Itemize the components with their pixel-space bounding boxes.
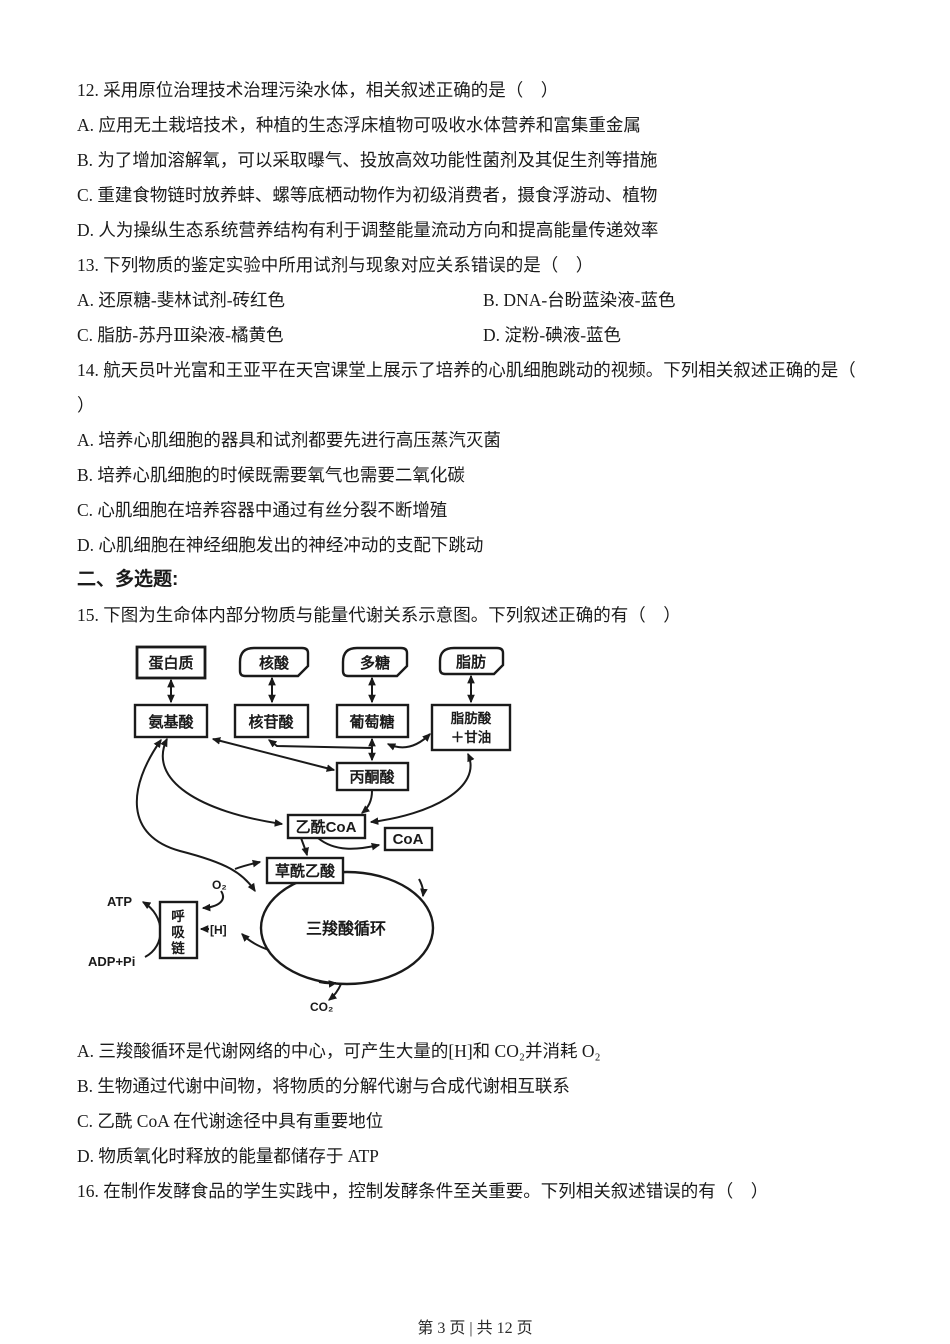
q12-option-d: D. 人为操纵生态系统营养结构有利于调整能量流动方向和提高能量传递效率 (77, 220, 659, 240)
glucose-box (335, 703, 410, 739)
oxaloacetate-box (265, 856, 345, 885)
oxaloacetate-label: 草酰乙酸 (275, 862, 336, 880)
q15-option-a: A. 三羧酸循环是代谢网络的中心，可产生大量的[H]和 CO₂并消耗 O₂ (77, 1041, 601, 1061)
protein-label: 蛋白质 (148, 654, 193, 672)
nucleic-acid-box (238, 646, 310, 678)
pyruvate-box (335, 761, 410, 792)
pyruvate-label: 丙酮酸 (349, 768, 395, 786)
q15-option-b: B. 生物通过代谢中间物，将物质的分解代谢与合成代谢相互联系 (77, 1076, 570, 1096)
acetyl-coa-box (286, 813, 367, 840)
q14-option-b: B. 培养心肌细胞的时候既需要氧气也需要二氧化碳 (77, 465, 465, 485)
exam-content: 12. 采用原位治理技术治理污染水体，相关叙述正确的是（ ） A. 应用无土栽培… (77, 80, 890, 1201)
fatty-acid-glycerol-box (430, 703, 512, 752)
amino-acid-label: 氨基酸 (148, 713, 194, 731)
section-2-header: 二、多选题: (77, 569, 179, 590)
fat-label: 脂肪 (456, 653, 486, 671)
glucose-label: 葡萄糖 (348, 713, 394, 731)
protein-box (135, 645, 207, 680)
q12-stem: 12. 采用原位治理技术治理污染水体，相关叙述正确的是（ ） (77, 80, 559, 100)
q14-option-c: C. 心肌细胞在培养容器中通过有丝分裂不断增殖 (77, 500, 448, 520)
q14-option-a: A. 培养心肌细胞的器具和试剂都要先进行高压蒸汽灭菌 (77, 430, 501, 450)
metabolism-diagram: 蛋白质 核酸 多糖 脂肪 氨基酸 核苷酸 葡萄糖 脂肪酸 ＋甘油 丙酮酸 乙酰C… (85, 640, 540, 1018)
o2-label: O₂ (212, 878, 227, 892)
nucleic-acid-label: 核酸 (259, 654, 290, 672)
polysaccharide-box (341, 646, 409, 678)
q13-option-d: D. 淀粉-碘液-蓝色 (483, 325, 622, 345)
fatty-acid-label-line1: 脂肪酸 (450, 710, 492, 726)
atp-label: ATP (107, 894, 132, 909)
q13-option-a: A. 还原糖-斐林试剂-砖红色 (77, 290, 286, 310)
nucleotide-label: 核苷酸 (248, 713, 294, 731)
q13-options-row-2: C. 脂肪-苏丹Ⅲ染液-橘黄色 D. 淀粉-碘液-蓝色 (77, 325, 890, 345)
h-carrier-label: [H] (210, 923, 227, 937)
q16-stem: 16. 在制作发酵食品的学生实践中，控制发酵条件至关重要。下列相关叙述错误的有（… (77, 1181, 769, 1201)
q12-option-b: B. 为了增加溶解氧，可以采取曝气、投放高效功能性菌剂及其促生剂等措施 (77, 150, 658, 170)
q14-stem-line1: 14. 航天员叶光富和王亚平在天宫课堂上展示了培养的心肌细胞跳动的视频。下列相关… (77, 360, 856, 380)
page-footer: 第 3 页 | 共 12 页 (417, 1320, 533, 1337)
nucleotide-box (233, 703, 310, 739)
resp-chain-char-1: 呼 (171, 908, 185, 924)
adp-pi-label: ADP+Pi (88, 954, 135, 969)
resp-chain-char-3: 链 (171, 940, 185, 956)
q15-option-d: D. 物质氧化时释放的能量都储存于 ATP (77, 1146, 379, 1166)
q13-option-b: B. DNA-台盼蓝染液-蓝色 (483, 290, 676, 310)
fatty-acid-label-line2: ＋甘油 (451, 729, 492, 745)
tca-cycle-label: 三羧酸循环 (306, 919, 386, 938)
q12-option-a: A. 应用无土栽培技术，种植的生态浮床植物可吸收水体营养和富集重金属 (77, 115, 641, 135)
acetyl-coa-label: 乙酰CoA (296, 818, 357, 836)
coa-box (383, 826, 434, 852)
q14-option-d: D. 心肌细胞在神经细胞发出的神经冲动的支配下跳动 (77, 535, 484, 555)
q13-option-c: C. 脂肪-苏丹Ⅲ染液-橘黄色 (77, 325, 284, 345)
q13-options-row-1: A. 还原糖-斐林试剂-砖红色 B. DNA-台盼蓝染液-蓝色 (77, 290, 890, 310)
co2-label: CO₂ (310, 1000, 333, 1014)
q15-stem: 15. 下图为生命体内部分物质与能量代谢关系示意图。下列叙述正确的有（ ） (77, 605, 681, 625)
q14-stem-line2: ） (77, 395, 95, 415)
resp-chain-char-2: 吸 (171, 925, 185, 940)
polysaccharide-label: 多糖 (360, 654, 390, 672)
amino-acid-box (133, 703, 209, 739)
fat-box (438, 646, 505, 676)
q12-option-c: C. 重建食物链时放养蚌、螺等底栖动物作为初级消费者，摄食浮游动、植物 (77, 185, 658, 205)
q13-stem: 13. 下列物质的鉴定实验中所用试剂与现象对应关系错误的是（ ） (77, 255, 594, 275)
respiratory-chain-box (158, 900, 199, 960)
coa-label: CoA (393, 831, 424, 848)
q15-option-c: C. 乙酰 CoA 在代谢途径中具有重要地位 (77, 1111, 384, 1131)
